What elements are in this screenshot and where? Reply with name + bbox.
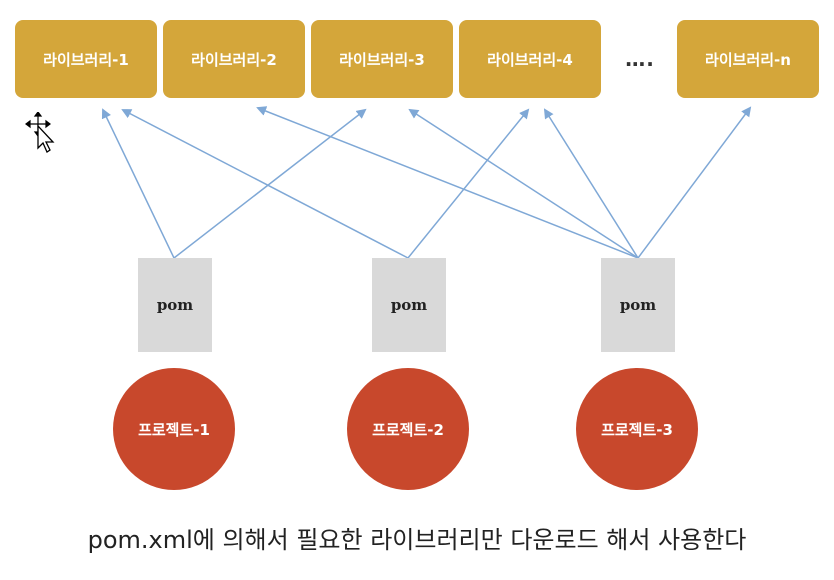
arrow-pom1-lib3 (173, 108, 367, 259)
caption-text: pom.xml에 의해서 필요한 라이브러리만 다운로드 해서 사용한다 (87, 526, 747, 554)
library-2-box: 라이브러리-2 (163, 20, 305, 98)
project-2-circle: 프로젝트-2 (347, 368, 469, 490)
arrow-pom3-lib4 (543, 108, 639, 259)
arrow-pom1-lib1 (101, 108, 175, 259)
project-3-circle: 프로젝트-3 (576, 368, 698, 490)
move-cursor-icon (25, 112, 55, 153)
pom-box-2: pom (372, 258, 446, 352)
pom-box-3: pom (601, 258, 675, 352)
arrow-pom3-lib2 (256, 106, 639, 259)
arrow-pom2-lib1 (121, 109, 409, 259)
library-4-box: 라이브러리-4 (459, 20, 601, 98)
arrow-pom2-lib4 (407, 108, 530, 259)
library-3-box: 라이브러리-3 (311, 20, 453, 98)
library-ellipsis: …. (625, 47, 655, 71)
library-1-box: 라이브러리-1 (15, 20, 157, 98)
library-n-box: 라이브러리-n (677, 20, 819, 98)
pom-box-1: pom (138, 258, 212, 352)
arrow-pom3-libn (637, 106, 752, 259)
arrow-pom3-lib3 (408, 108, 639, 259)
project-1-circle: 프로젝트-1 (113, 368, 235, 490)
